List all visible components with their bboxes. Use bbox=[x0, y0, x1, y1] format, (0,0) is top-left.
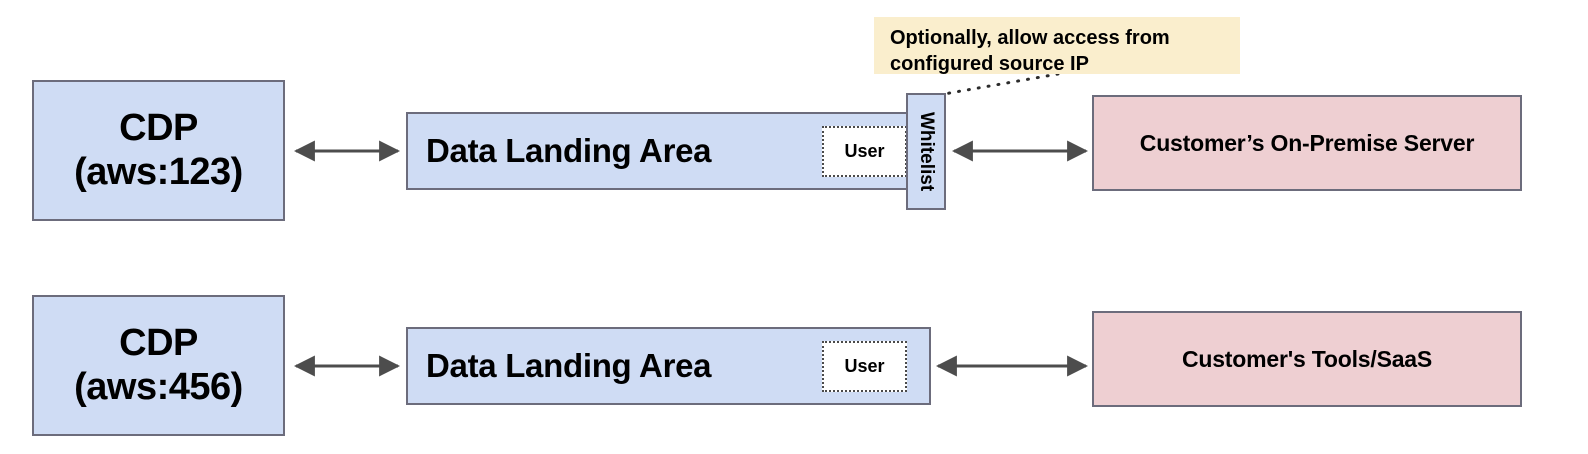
chip-user-bottom[interactable]: User bbox=[822, 341, 907, 392]
node-cdp-aws-456[interactable]: CDP (aws:456) bbox=[32, 295, 285, 436]
cdp-line-2: (aws:456) bbox=[74, 365, 243, 408]
note-optional-source-ip: Optionally, allow access from configured… bbox=[874, 17, 1240, 75]
node-data-landing-area-top[interactable]: Data Landing Area bbox=[406, 112, 931, 190]
node-data-landing-area-bottom[interactable]: Data Landing Area bbox=[406, 327, 931, 405]
data-landing-area-label: Data Landing Area bbox=[426, 347, 712, 385]
on-premise-server-label: Customer’s On-Premise Server bbox=[1139, 129, 1475, 156]
user-chip-label: User bbox=[844, 141, 885, 162]
data-landing-area-label: Data Landing Area bbox=[426, 132, 712, 170]
node-customer-tools-saas[interactable]: Customer's Tools/SaaS bbox=[1092, 311, 1522, 407]
chip-user-top[interactable]: User bbox=[822, 126, 907, 177]
node-whitelist-gateway[interactable]: Whitelist bbox=[906, 93, 946, 210]
node-customer-on-premise-server[interactable]: Customer’s On-Premise Server bbox=[1092, 95, 1522, 191]
cdp-line-2: (aws:123) bbox=[74, 150, 243, 193]
cdp-line-1: CDP bbox=[119, 106, 198, 149]
note-text: Optionally, allow access from configured… bbox=[890, 27, 1170, 76]
whitelist-label: Whitelist bbox=[915, 111, 937, 192]
node-cdp-aws-123[interactable]: CDP (aws:123) bbox=[32, 80, 285, 221]
cdp-line-1: CDP bbox=[119, 321, 198, 364]
tools-saas-label: Customer's Tools/SaaS bbox=[1181, 345, 1433, 372]
user-chip-label: User bbox=[844, 356, 885, 377]
